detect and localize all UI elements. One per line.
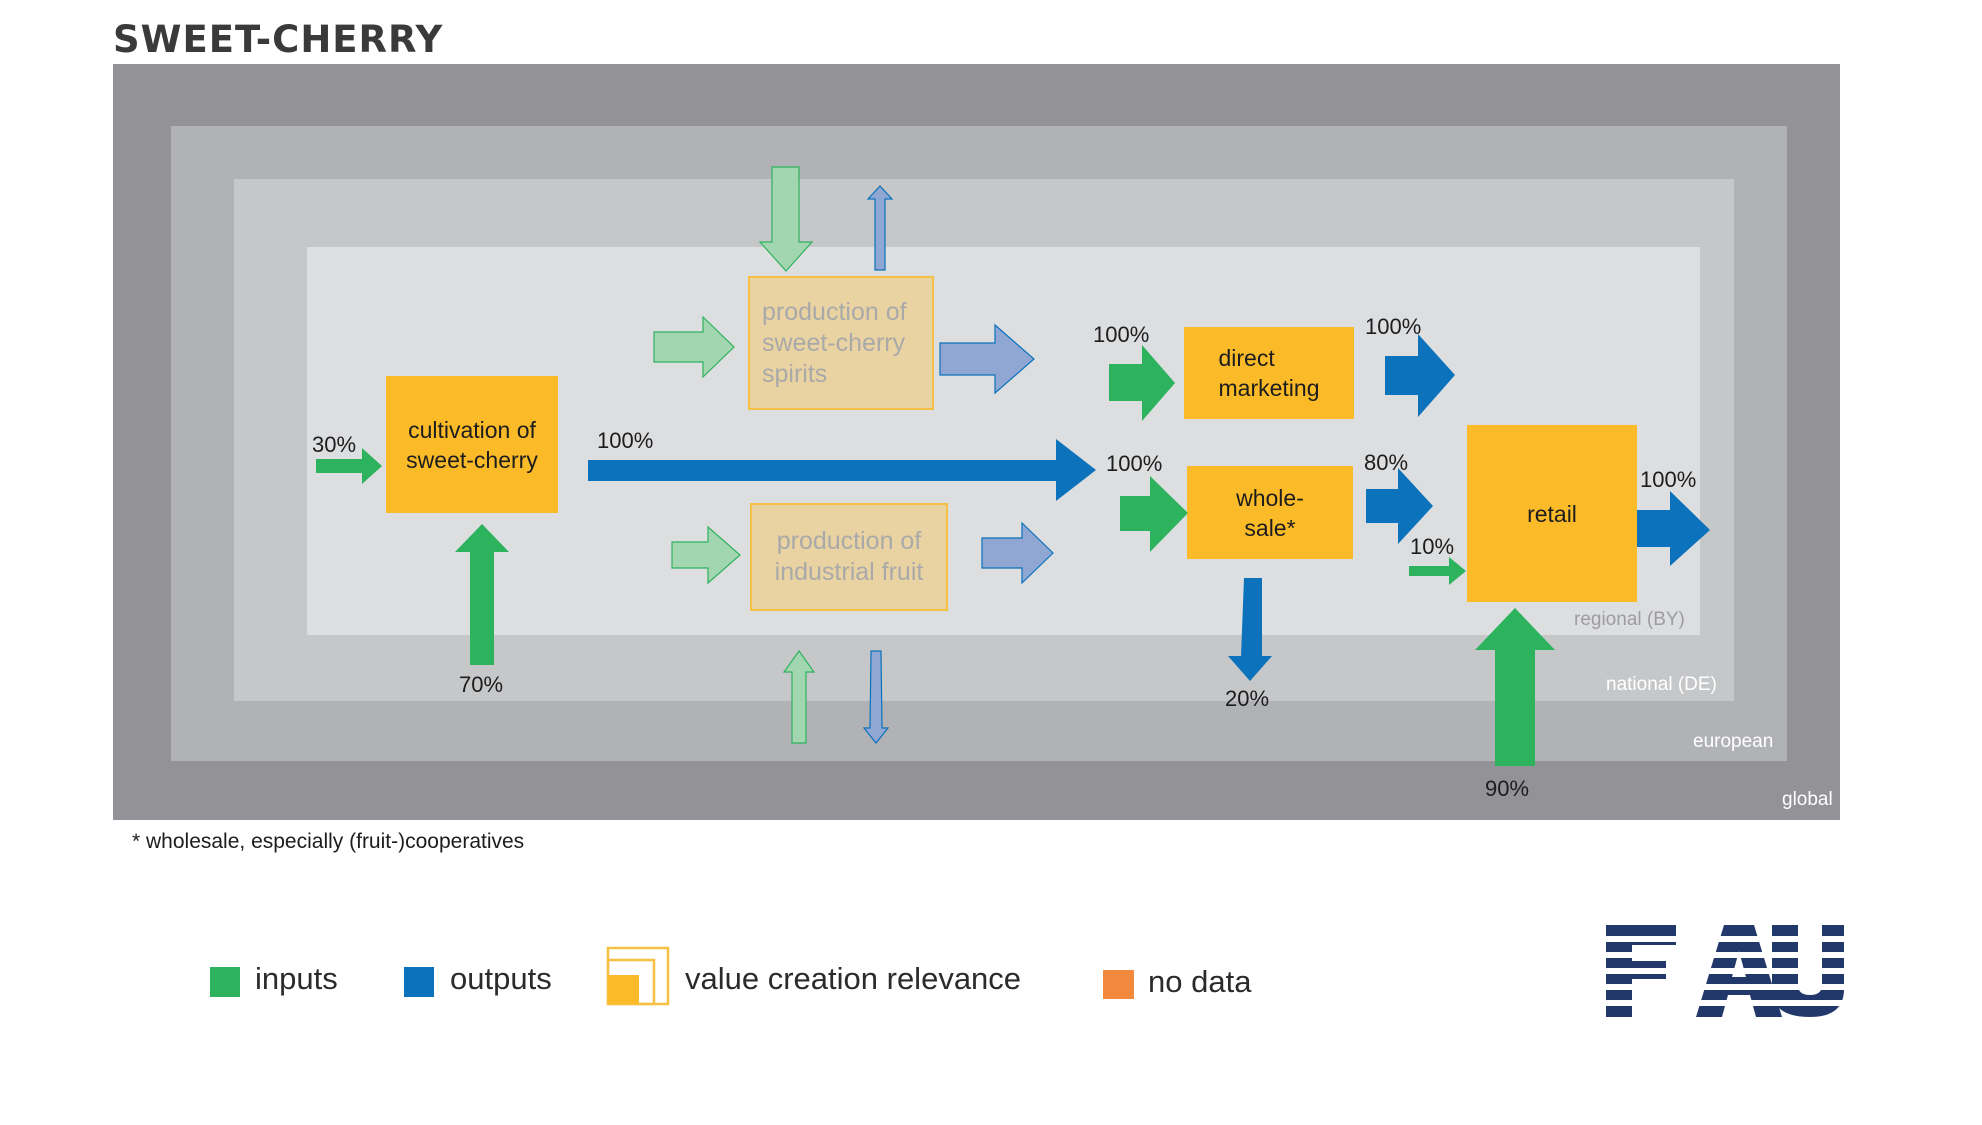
arrow-output-retail — [1637, 491, 1710, 566]
arrow-output-spirits-top — [866, 185, 894, 271]
page-title: SWEET-CHERRY — [113, 18, 444, 61]
node-cultivation-line1: cultivation of — [408, 416, 536, 443]
node-cultivation-line2: sweet-cherry — [406, 446, 538, 473]
pct-cultivation-input-regional: 30% — [312, 432, 357, 457]
pct-retail-output: 100% — [1640, 467, 1697, 492]
pct-wholesale-input: 100% — [1106, 451, 1163, 476]
arrow-output-spirits-side — [939, 323, 1035, 395]
arrow-input-retail-regional — [1409, 557, 1466, 585]
pct-cultivation-input-national: 70% — [459, 672, 504, 697]
node-retail-line1: retail — [1527, 500, 1577, 527]
footnote: * wholesale, especially (fruit-)cooperat… — [132, 830, 525, 853]
arrow-output-wholesale-retail — [1366, 468, 1433, 544]
node-industrial: production of industrial fruit — [750, 503, 948, 611]
pct-retail-input-global: 90% — [1485, 776, 1530, 801]
zone-label-global: global — [1782, 789, 1833, 810]
node-direct-line1: direct — [1218, 345, 1275, 371]
node-direct-marketing: direct marketing — [1184, 327, 1354, 419]
node-spirits-line3: spirits — [762, 359, 828, 388]
legend-no-data-swatch — [1103, 970, 1134, 999]
zone-label-european: european — [1693, 731, 1774, 752]
arrow-input-direct-marketing — [1109, 345, 1175, 421]
arrow-input-spirits-side — [653, 315, 735, 379]
node-direct-line2: marketing — [1218, 375, 1320, 401]
arrow-output-cultivation — [588, 439, 1096, 501]
arrow-output-wholesale-national — [1228, 578, 1272, 681]
node-industrial-line1: production of — [776, 527, 922, 555]
pct-wholesale-national-output: 20% — [1225, 686, 1270, 711]
node-spirits-line1: production of — [762, 297, 907, 326]
node-cultivation: cultivation of sweet-cherry — [386, 376, 558, 513]
legend-outputs-label: outputs — [450, 961, 552, 996]
arrow-output-direct-marketing — [1385, 334, 1455, 417]
node-wholesale: whole-sale* — [1187, 466, 1353, 559]
pct-wholesale-to-retail: 80% — [1364, 450, 1409, 475]
legend-outputs-swatch — [404, 967, 434, 997]
node-industrial-line2: industrial fruit — [774, 558, 924, 586]
node-spirits-line2: sweet-cherry — [762, 328, 906, 357]
pct-cultivation-output: 100% — [597, 428, 654, 453]
node-wholesale-line1: whole- — [1236, 484, 1304, 511]
arrow-output-industrial-bottom — [862, 650, 890, 744]
legend-no-data-label: no data — [1148, 964, 1252, 999]
node-wholesale-line2: sale* — [1244, 514, 1296, 541]
arrow-input-spirits-top — [758, 166, 814, 272]
pct-direct-marketing-output: 100% — [1365, 314, 1422, 339]
legend-value-creation-icon — [606, 946, 670, 1006]
legend-inputs-label: inputs — [255, 961, 338, 996]
legend-inputs-swatch — [210, 967, 240, 997]
pct-retail-input-regional: 10% — [1410, 534, 1455, 559]
arrow-input-wholesale — [1120, 476, 1188, 552]
zone-label-national: national (DE) — [1606, 674, 1717, 695]
arrow-input-cultivation-national — [455, 524, 509, 665]
legend-value-creation-label: value creation relevance — [685, 961, 1022, 996]
arrow-output-industrial-side — [981, 521, 1054, 585]
fau-logo — [1606, 925, 1844, 1017]
node-retail: retail — [1467, 425, 1637, 602]
arrow-input-industrial-bottom — [782, 649, 816, 744]
zone-label-regional: regional (BY) — [1574, 609, 1685, 630]
pct-direct-marketing-input: 100% — [1093, 322, 1150, 347]
arrow-input-retail-global — [1475, 608, 1555, 766]
arrow-input-cultivation-regional — [316, 448, 382, 484]
arrow-input-industrial-side — [671, 525, 741, 585]
